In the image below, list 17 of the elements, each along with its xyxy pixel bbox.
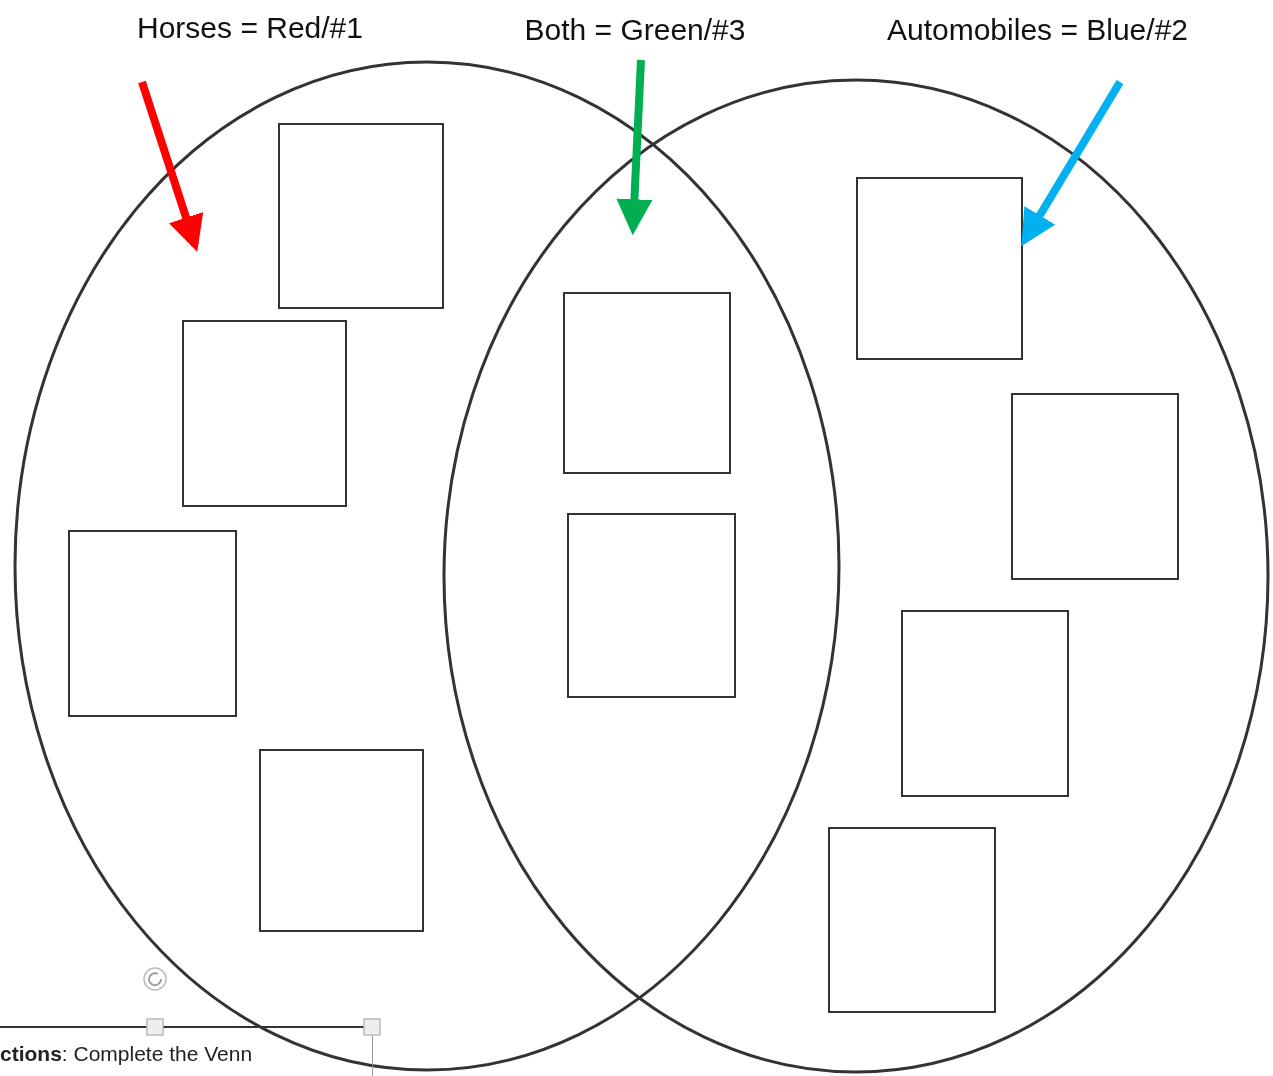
answer-box [1011,393,1179,580]
category-label: Automobiles = Blue/#2 [887,13,1188,46]
answer-box [828,827,996,1013]
answer-box [901,610,1069,797]
answer-box [278,123,444,309]
answer-box [856,177,1023,360]
answer-box [563,292,731,474]
category-label: Both = Green/#3 [524,13,746,46]
arrow [616,59,653,236]
directions-text: ctions: Complete the Venn [0,1042,253,1065]
answer-box [567,513,736,698]
arrow [138,80,204,252]
category-label: Horses = Red/#1 [137,11,363,44]
answer-box [259,749,424,932]
answer-box [68,530,237,717]
arrow [1021,79,1124,247]
answer-box [182,320,347,507]
